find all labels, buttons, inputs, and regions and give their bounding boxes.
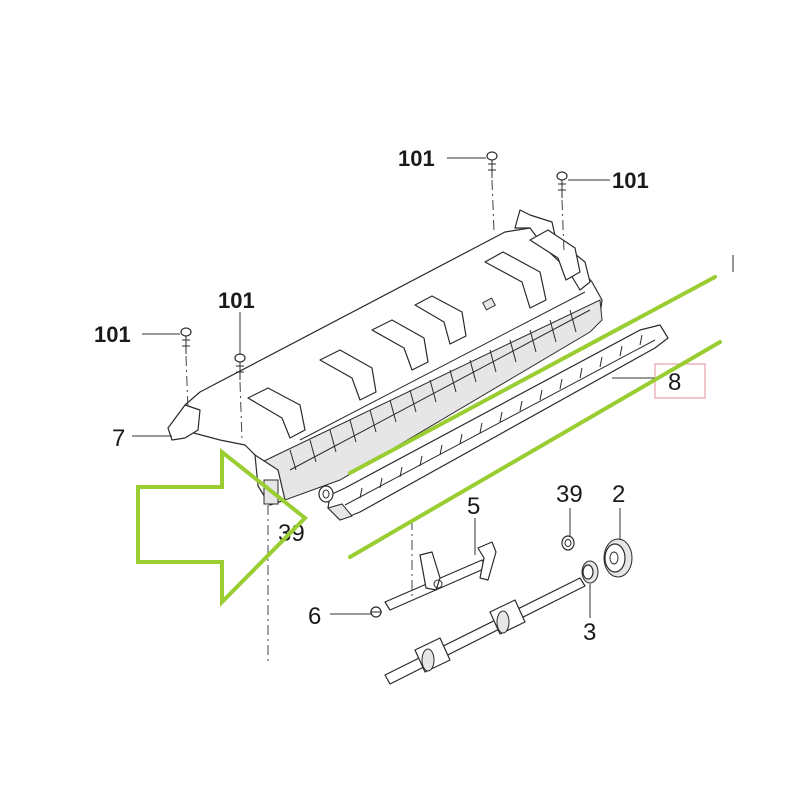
pin (370, 606, 382, 618)
bushing (581, 560, 599, 584)
screw-top-center (486, 151, 498, 233)
roller-shaft (384, 577, 586, 685)
callout-screw-top-center: 101 (398, 146, 435, 171)
callout-clip-right: 39 (556, 481, 583, 508)
gear (603, 538, 633, 578)
clip-right (561, 535, 575, 551)
clip-left (318, 485, 334, 503)
callout-screw-left: 101 (94, 322, 131, 347)
highlight-annotations (136, 275, 722, 607)
callout-lever-shaft: 5 (467, 493, 480, 520)
highlight-line-lower (348, 340, 722, 559)
cover-assembly (167, 209, 603, 506)
highlight-arrow-right (136, 447, 308, 607)
lever-shaft (384, 520, 497, 611)
guide-bar-teeth (359, 334, 643, 499)
callout-bushing: 3 (583, 619, 596, 646)
callout-screw-top-right: 101 (612, 168, 649, 193)
callout-gear: 2 (612, 481, 625, 508)
highlight-line-upper (348, 275, 717, 475)
callout-screw-mid-left: 101 (218, 288, 255, 313)
guide-bar (327, 324, 669, 521)
screws (180, 151, 568, 441)
cover-ribs (247, 229, 591, 471)
cover-end-left (167, 404, 201, 441)
screw-left (180, 327, 192, 411)
callout-guide-bar: 8 (668, 369, 681, 396)
callout-cover: 7 (112, 425, 125, 452)
screw-top-right (556, 171, 568, 253)
leader-lines (132, 157, 655, 618)
callout-pin: 6 (308, 603, 321, 630)
